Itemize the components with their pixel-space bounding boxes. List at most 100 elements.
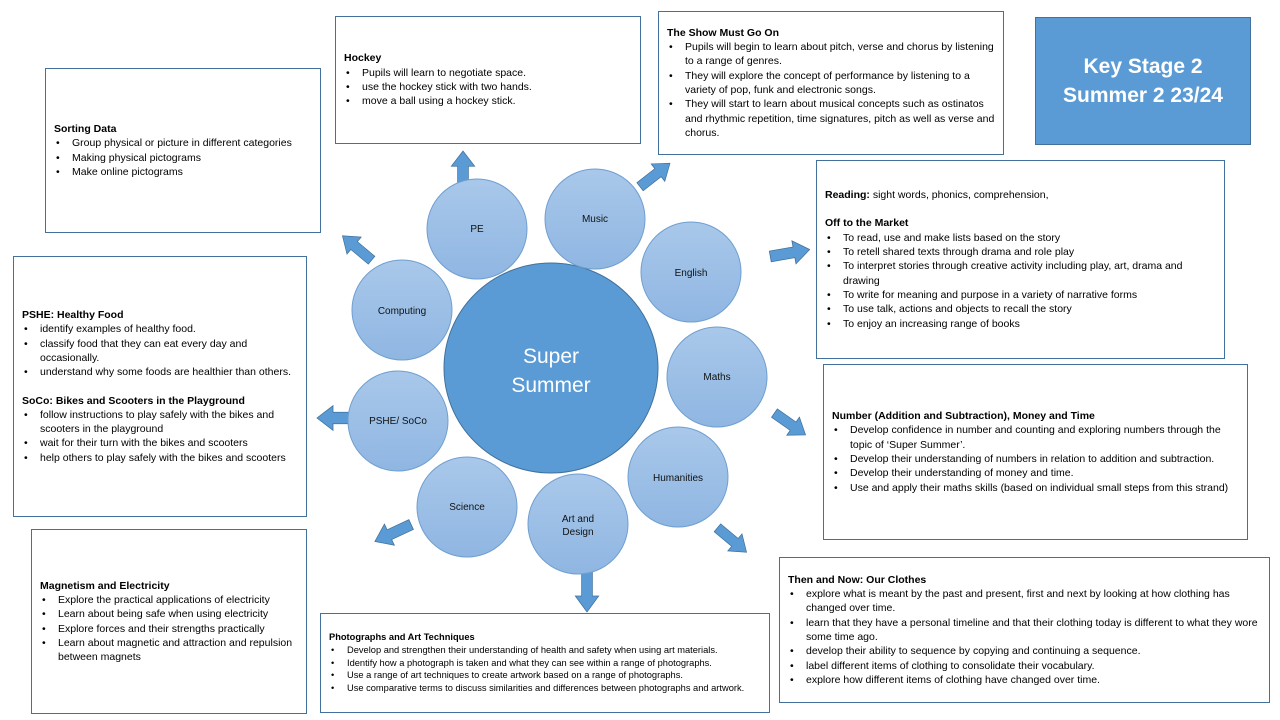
list-item: To read, use and make lists based on the… [825, 231, 1216, 246]
circle-science[interactable] [416, 456, 518, 558]
reading-text: sight words, phonics, comprehension, [869, 189, 1049, 202]
art-list: Develop and strengthen their understandi… [329, 644, 761, 695]
maths-box: Number (Addition and Subtraction), Money… [823, 364, 1248, 540]
circle-pshe[interactable] [347, 370, 449, 472]
list-item: Making physical pictograms [54, 151, 312, 166]
list-item: move a ball using a hockey stick. [344, 94, 632, 109]
music-list: Pupils will begin to learn about pitch, … [667, 40, 995, 140]
list-item: use the hockey stick with two hands. [344, 80, 632, 95]
list-item: Explore forces and their strengths pract… [40, 622, 298, 637]
label-music: Music [582, 214, 608, 225]
label-science: Science [449, 502, 485, 513]
english-heading: Off to the Market [825, 217, 909, 230]
title-line2: Summer 2 23/24 [1063, 84, 1223, 107]
list-item: classify food that they can eat every da… [22, 337, 298, 366]
list-item: Pupils will begin to learn about pitch, … [667, 40, 995, 69]
art-heading: Photographs and Art Techniques [329, 632, 475, 642]
list-item: Use a range of art techniques to create … [329, 669, 761, 682]
center-label-line1: Super [523, 345, 579, 368]
music-box: The Show Must Go On Pupils will begin to… [658, 11, 1004, 155]
music-heading: The Show Must Go On [667, 26, 779, 39]
list-item: label different items of clothing to con… [788, 659, 1261, 674]
science-list: Explore the practical applications of el… [40, 593, 298, 664]
list-item: Identify how a photograph is taken and w… [329, 657, 761, 670]
list-item: help others to play safely with the bike… [22, 451, 298, 466]
science-box: Magnetism and Electricity Explore the pr… [31, 529, 307, 714]
label-art-line2: Design [562, 527, 593, 538]
soco-heading: SoCo: Bikes and Scooters in the Playgrou… [22, 394, 245, 407]
title-box: Key Stage 2 Summer 2 23/24 [1035, 17, 1251, 145]
center-circle [443, 262, 659, 474]
list-item: To enjoy an increasing range of books [825, 317, 1216, 332]
reading-line: Reading: sight words, phonics, comprehen… [825, 188, 1216, 202]
maths-heading: Number (Addition and Subtraction), Money… [832, 410, 1095, 423]
pe-list: Pupils will learn to negotiate space. us… [344, 66, 632, 109]
circle-english[interactable] [640, 221, 742, 323]
list-item: follow instructions to play safely with … [22, 408, 298, 437]
circle-humanities[interactable] [627, 426, 729, 528]
arrow-english [767, 237, 813, 269]
list-item: To use talk, actions and objects to reca… [825, 302, 1216, 317]
label-english: English [675, 268, 708, 279]
english-box: Reading: sight words, phonics, comprehen… [816, 160, 1225, 359]
label-computing: Computing [378, 306, 426, 317]
humanities-box: Then and Now: Our Clothes explore what i… [779, 557, 1270, 703]
pshe-box: PSHE: Healthy Food identify examples of … [13, 256, 307, 517]
circle-music[interactable] [544, 168, 646, 270]
list-item: Group physical or picture in different c… [54, 136, 312, 151]
list-item: explore what is meant by the past and pr… [788, 587, 1261, 616]
reading-label: Reading: [825, 189, 870, 202]
arrow-humanities [709, 518, 755, 562]
circle-art[interactable] [527, 473, 629, 575]
list-item: explore how different items of clothing … [788, 673, 1261, 688]
computing-list: Group physical or picture in different c… [54, 136, 312, 179]
list-item: Develop their understanding of money and… [832, 466, 1239, 481]
circle-maths[interactable] [666, 326, 768, 428]
list-item: Pupils will learn to negotiate space. [344, 66, 632, 81]
label-pe: PE [470, 224, 484, 235]
list-item: Develop and strengthen their understandi… [329, 644, 761, 657]
list-item: Use and apply their maths skills (based … [832, 481, 1239, 496]
list-item: Learn about magnetic and attraction and … [40, 636, 298, 665]
pe-box: Hockey Pupils will learn to negotiate sp… [335, 16, 641, 144]
title-line1: Key Stage 2 [1083, 55, 1203, 78]
label-humanities: Humanities [653, 473, 703, 484]
circle-pe[interactable] [426, 178, 528, 280]
list-item: They will explore the concept of perform… [667, 69, 995, 98]
list-item: learn that they have a personal timeline… [788, 616, 1261, 645]
arrow-science [369, 513, 417, 553]
arrow-art [574, 571, 600, 613]
list-item: To write for meaning and purpose in a va… [825, 288, 1216, 303]
label-art-line1: Art and [562, 514, 594, 525]
list-item: Explore the practical applications of el… [40, 593, 298, 608]
list-item: Learn about being safe when using electr… [40, 607, 298, 622]
list-item: develop their ability to sequence by cop… [788, 644, 1261, 659]
list-item: Develop their understanding of numbers i… [832, 452, 1239, 467]
list-item: Use comparative terms to discuss similar… [329, 682, 761, 695]
list-item: Make online pictograms [54, 165, 312, 180]
label-maths: Maths [703, 372, 730, 383]
arrow-computing [334, 226, 380, 270]
list-item: understand why some foods are healthier … [22, 365, 298, 380]
list-item: To interpret stories through creative ac… [825, 259, 1216, 288]
list-item: To retell shared texts through drama and… [825, 245, 1216, 260]
arrow-maths [767, 403, 813, 445]
pe-heading: Hockey [344, 52, 382, 65]
list-item: Develop confidence in number and countin… [832, 423, 1239, 452]
center-label-line2: Summer [511, 374, 590, 397]
maths-list: Develop confidence in number and countin… [832, 423, 1239, 496]
art-box: Photographs and Art Techniques Develop a… [320, 613, 770, 713]
arrow-music [632, 154, 678, 196]
humanities-list: explore what is meant by the past and pr… [788, 587, 1261, 687]
computing-heading: Sorting Data [54, 122, 117, 135]
pshe-list: identify examples of healthy food. class… [22, 322, 298, 379]
english-list: To read, use and make lists based on the… [825, 231, 1216, 331]
science-heading: Magnetism and Electricity [40, 579, 170, 592]
list-item: They will start to learn about musical c… [667, 97, 995, 140]
list-item: identify examples of healthy food. [22, 322, 298, 337]
list-item: wait for their turn with the bikes and s… [22, 436, 298, 451]
circle-computing[interactable] [351, 259, 453, 361]
pshe-heading: PSHE: Healthy Food [22, 309, 124, 322]
humanities-heading: Then and Now: Our Clothes [788, 573, 927, 586]
